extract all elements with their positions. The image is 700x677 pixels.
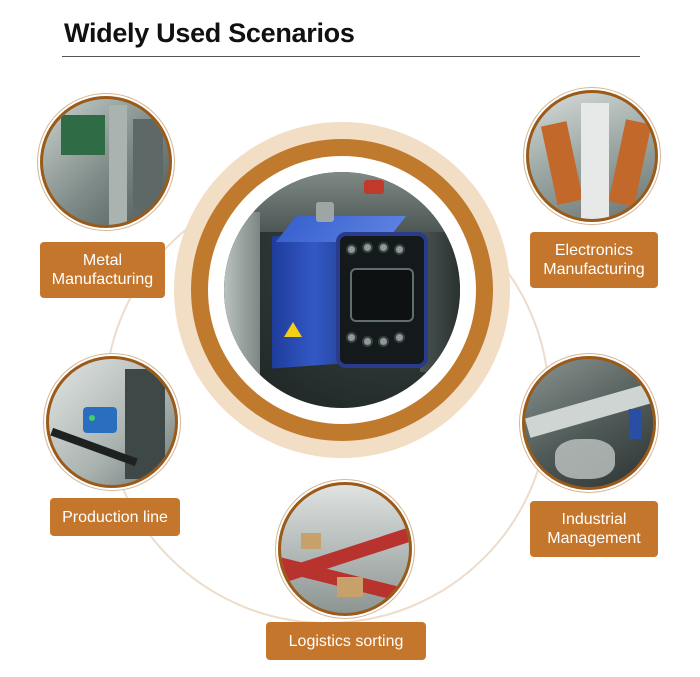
label-production-line: Production line — [50, 498, 180, 536]
robot-arm — [608, 119, 652, 207]
led-icon — [346, 332, 357, 343]
led-icon — [394, 244, 405, 255]
spray-cloud — [555, 439, 615, 479]
led-icon — [378, 242, 389, 253]
warning-icon — [284, 322, 302, 337]
title-divider — [62, 56, 640, 57]
assembly-line — [581, 103, 609, 219]
page-title: Widely Used Scenarios — [64, 18, 355, 48]
label-text: Logistics sorting — [288, 632, 404, 650]
led-icon — [378, 336, 389, 347]
scanner-face — [336, 232, 428, 368]
rail-left — [224, 212, 260, 408]
parcel-box — [337, 577, 363, 597]
circuit-board — [61, 115, 105, 155]
led-icon — [346, 244, 357, 255]
label-logistics-sorting: Logistics sorting — [266, 622, 426, 660]
scanner-photo — [224, 172, 460, 408]
scanner-unit — [629, 409, 641, 439]
led-icon — [362, 242, 373, 253]
led-icon — [394, 332, 405, 343]
scanner-body — [272, 231, 342, 369]
parcel-box — [301, 533, 321, 549]
scanner-window — [350, 268, 414, 322]
machine-frame — [133, 119, 163, 209]
scanner-unit — [83, 407, 117, 433]
scene-electronics-manufacturing — [526, 90, 658, 222]
label-text: Production line — [62, 508, 168, 526]
scene-production-line — [46, 356, 178, 488]
red-indicator — [364, 180, 384, 194]
scene-metal-manufacturing — [40, 96, 172, 228]
status-led — [89, 415, 95, 421]
robot-arm — [540, 121, 584, 205]
machine-rail — [109, 105, 127, 225]
led-icon — [362, 336, 373, 347]
scene-logistics-sorting — [278, 482, 412, 616]
scanner-connector — [316, 202, 334, 222]
scene-industrial-management — [522, 356, 656, 490]
